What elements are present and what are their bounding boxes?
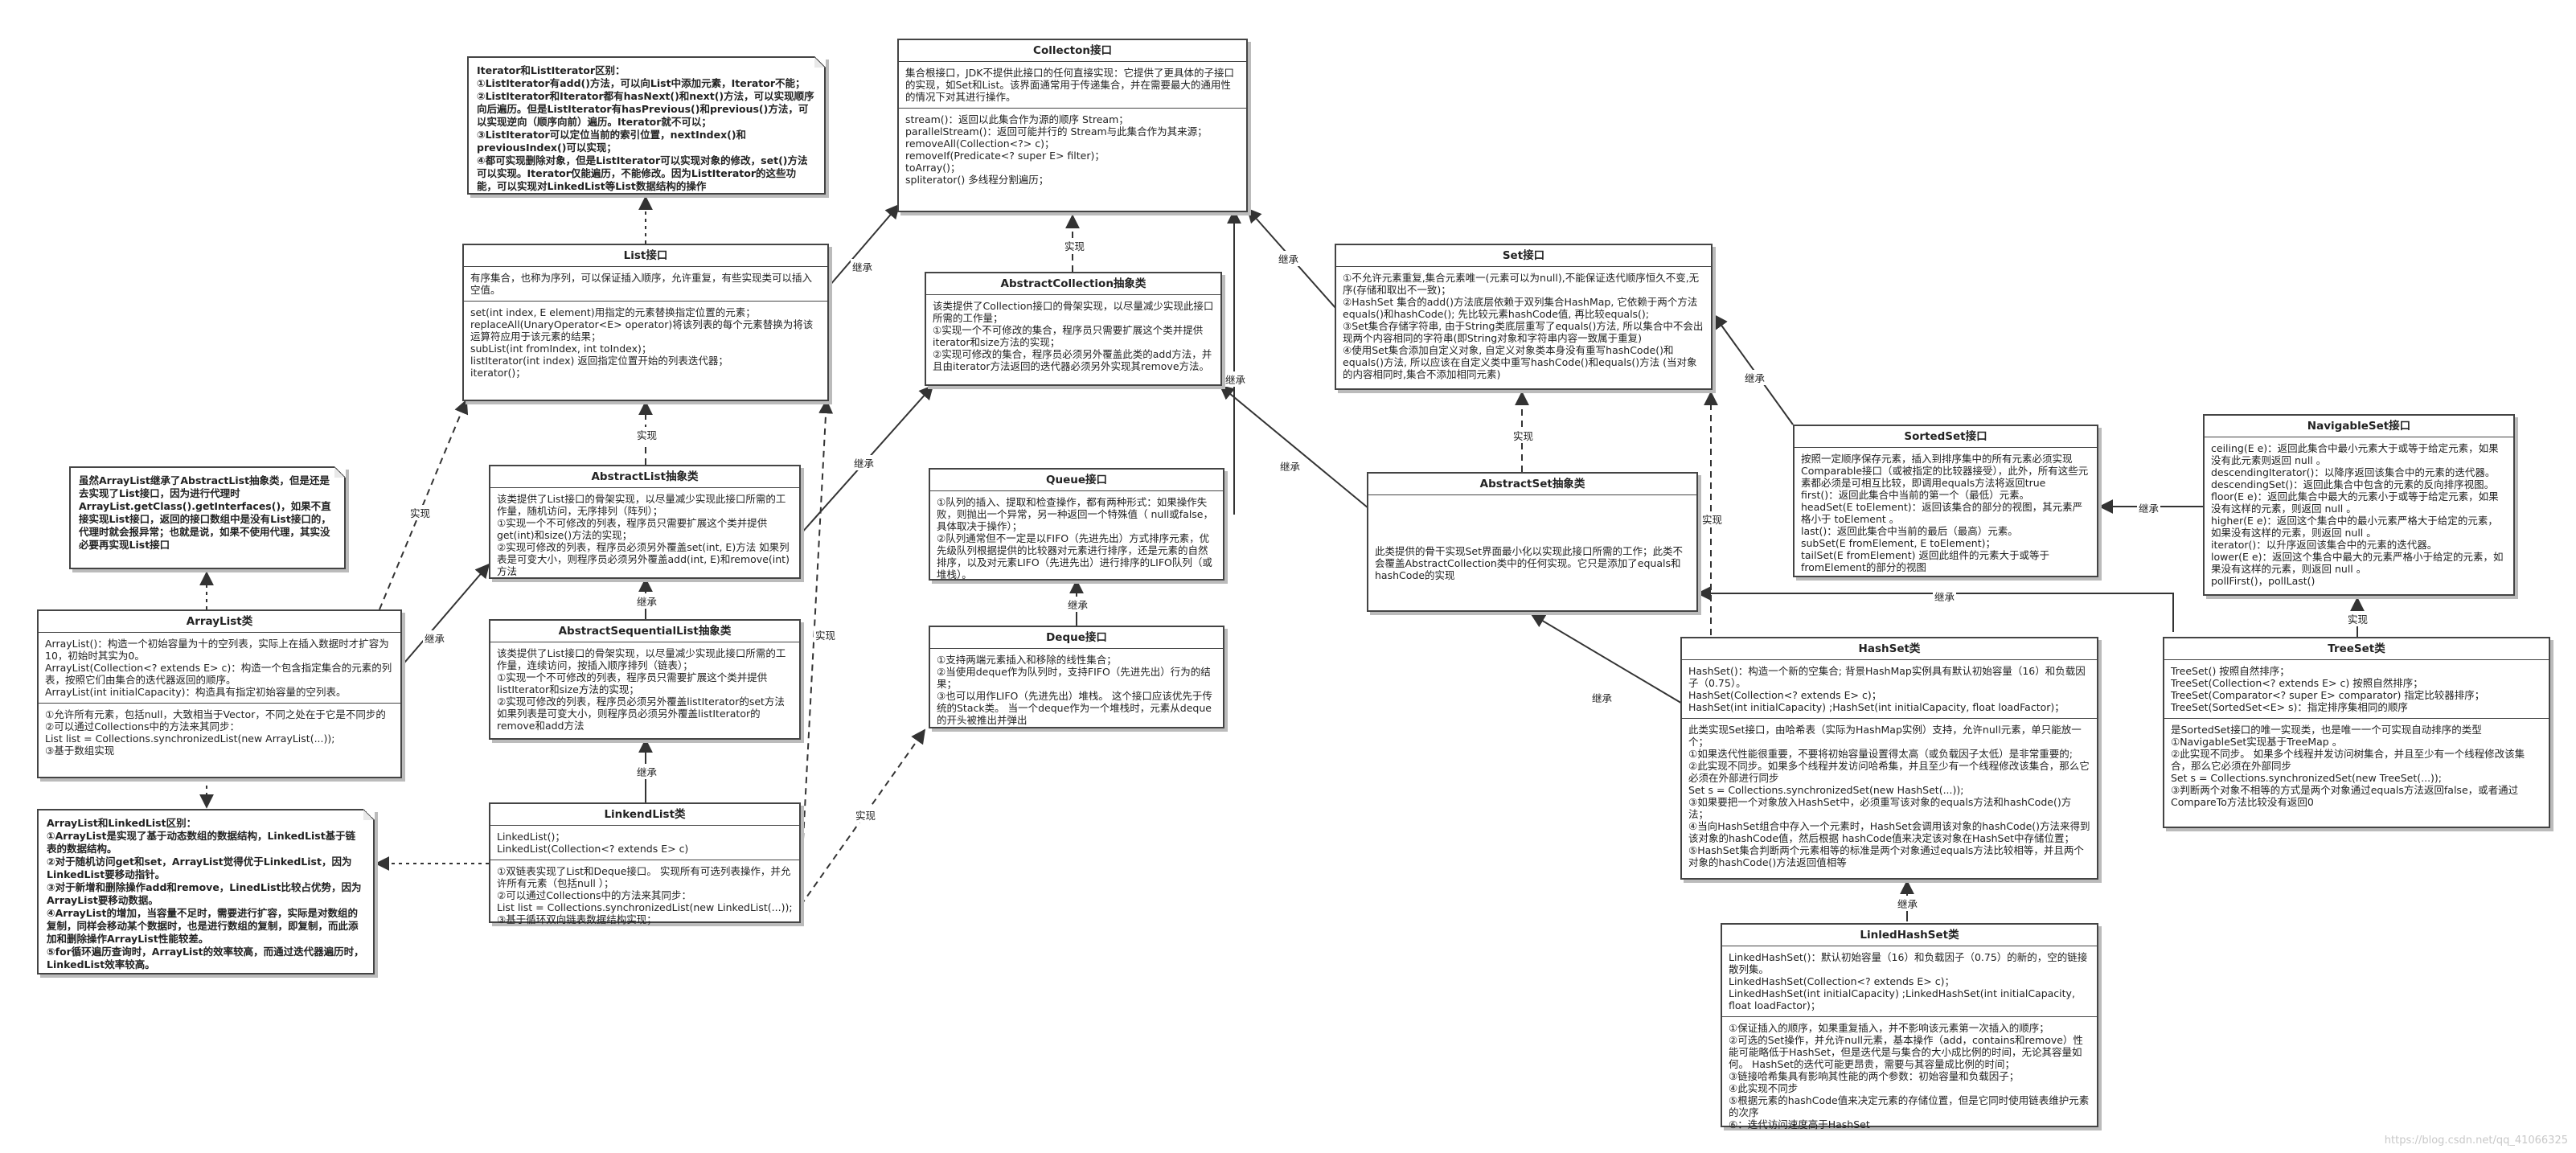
abstractset-node: AbstractSet抽象类 此类提供的骨干实现Set界面最小化以实现此接口所需… <box>1367 472 1698 612</box>
edge-label-treeset-abstractset: 继承 <box>1933 589 1957 604</box>
navigableset-title: NavigableSet接口 <box>2205 416 2513 437</box>
edge-label-arraylist-abstractlist: 继承 <box>423 630 447 646</box>
edge-label-linkedhashset-hashset: 继承 <box>1896 896 1920 911</box>
edge-label-linkedlist-asl: 继承 <box>635 764 659 779</box>
abstractcollection-node: AbstractCollection抽象类 该类提供了Collection接口的… <box>925 272 1222 386</box>
arraylist-node: ArrayList类 ArrayList()：构造一个初始容量为十的空列表，实际… <box>37 609 402 778</box>
edge-label-list-collection: 继承 <box>851 259 875 274</box>
treeset-ctor: TreeSet() 按照自然排序； TreeSet(Collection<? e… <box>2164 660 2549 719</box>
abstractlist-node: AbstractList抽象类 该类提供了List接口的骨架实现，以尽量减少实现… <box>489 465 801 579</box>
edge-label-set-collection: 继承 <box>1277 251 1301 266</box>
compare-note: ArrayList和LinkedList区别： ①ArrayList是实现了基于… <box>37 809 375 975</box>
deque-desc: ①支持两端元素插入和移除的线性集合； ②当使用deque作为队列时，支持FIFO… <box>937 654 1212 726</box>
edge-label-navigableset-sortedset: 继承 <box>2137 500 2161 515</box>
list-title: List接口 <box>464 245 827 267</box>
sortedset-title: SortedSet接口 <box>1795 426 2097 448</box>
abstractcollection-desc: 该类提供了Collection接口的骨架实现，以尽量减少实现此接口所需的工作量；… <box>933 300 1214 372</box>
arraylist-title: ArrayList类 <box>39 611 400 633</box>
collection-title: Collecton接口 <box>899 40 1246 62</box>
linkedlist-ctor: LinkedList()； LinkedList(Collection<? ex… <box>490 826 799 860</box>
abstractlist-note: 虽然ArrayList继承了AbstractList抽象类，但是还是去实现了Li… <box>69 466 346 569</box>
hashset-node: HashSet类 HashSet()：构造一个新的空集合; 背景HashMap实… <box>1680 637 2098 880</box>
collection-desc: 集合根接口，JDK不提供此接口的任何直接实现：它提供了更具体的子接口的实现，如S… <box>899 62 1246 109</box>
abstractlist-desc: 该类提供了List接口的骨架实现，以尽量减少实现此接口所需的工作量，随机访问，无… <box>497 493 790 577</box>
edge-label-linkedlist-list: 实现 <box>814 627 838 642</box>
arraylist-ctor: ArrayList()：构造一个初始容量为十的空列表，实际上在插入数据时才扩容为… <box>39 633 400 704</box>
sortedset-desc: 按照一定顺序保存元素，插入到排序集中的所有元素必须实现Comparable接口（… <box>1801 453 2089 573</box>
navigableset-desc: ceiling(E e)：返回此集合中最小元素大于或等于给定元素，如果没有此元素… <box>2211 442 2504 587</box>
abstractset-title: AbstractSet抽象类 <box>1368 474 1696 495</box>
edge-treeset-abstractset <box>1696 586 2174 632</box>
edge-label-abstractlist-abstractcollection: 继承 <box>852 455 876 470</box>
edge-label-hashset-set: 实现 <box>1700 511 1725 527</box>
linkedlist-node: LinkendList类 LinkedList()； LinkedList(Co… <box>489 802 801 925</box>
edge-list-collection <box>829 203 900 286</box>
watermark: https://blog.csdn.net/qq_41066325 <box>2384 1135 2568 1147</box>
linkedhashset-ctor: LinkedHashSet()：默认初始容量（16）和负载因子（0.75）的新的… <box>1722 946 2097 1017</box>
edge-label-queue-collection: 继承 <box>1224 371 1248 387</box>
abstractsequentiallist-desc: 该类提供了List接口的骨架实现，以尽量减少实现此接口所需的工作量，连续访问，按… <box>497 647 786 732</box>
edge-label-abstractset-set: 实现 <box>1512 428 1536 443</box>
edge-label-arraylist-list: 实现 <box>408 505 433 520</box>
abstractsequentiallist-title: AbstractSequentialList抽象类 <box>490 621 799 642</box>
edge-label-linkedlist-deque: 实现 <box>854 807 878 823</box>
treeset-title: TreeSet类 <box>2164 638 2549 660</box>
sortedset-node: SortedSet接口 按照一定顺序保存元素，插入到排序集中的所有元素必须实现C… <box>1793 425 2098 577</box>
queue-desc: ①队列的插入、提取和检查操作，都有两种形式：如果操作失败，则抛出一个异常，另一种… <box>937 496 1214 581</box>
arraylist-desc: ①允许所有元素，包括null，大致相当于Vector，不同之处在于它是不同步的 … <box>45 708 386 757</box>
list-desc: 有序集合，也称为序列，可以保证插入顺序，允许重复，有些实现类可以插入空值。 <box>464 267 827 302</box>
edge-label-hashset-abstractset: 继承 <box>1590 690 1614 705</box>
linkedlist-title: LinkendList类 <box>490 804 799 826</box>
treeset-desc: 是SortedSet接口的唯一实现类，也是唯一一个可实现自动排序的类型 ①Nav… <box>2171 724 2525 808</box>
edge-label-abstractcollection-collection: 实现 <box>1063 238 1087 253</box>
edge-label-abstractlist-list: 实现 <box>635 427 659 442</box>
abstractset-desc: 此类提供的骨干实现Set界面最小化以实现此接口所需的工作；此类不会覆盖Abstr… <box>1375 545 1684 581</box>
edge-arraylist-abstractlist <box>400 563 490 668</box>
abstractlist-title: AbstractList抽象类 <box>490 466 799 488</box>
edge-hashset-abstractset <box>1530 613 1684 705</box>
linkedhashset-node: LinledHashSet类 LinkedHashSet()：默认初始容量（16… <box>1721 923 2098 1130</box>
abstractcollection-title: AbstractCollection抽象类 <box>926 273 1220 295</box>
set-title: Set接口 <box>1336 245 1711 267</box>
navigableset-node: NavigableSet接口 ceiling(E e)：返回此集合中最小元素大于… <box>2203 414 2515 596</box>
hashset-ctor: HashSet()：构造一个新的空集合; 背景HashMap实例具有默认初始容量… <box>1682 660 2097 719</box>
deque-title: Deque接口 <box>930 627 1223 649</box>
edge-label-treeset-navigableset: 实现 <box>2346 611 2370 626</box>
deque-interface-node: Deque接口 ①支持两端元素插入和移除的线性集合； ②当使用deque作为队列… <box>929 626 1224 728</box>
hashset-desc: 此类实现Set接口，由哈希表（实际为HashMap实例）支持，允许null元素，… <box>1688 724 2090 868</box>
hashset-title: HashSet类 <box>1682 638 2097 660</box>
treeset-node: TreeSet类 TreeSet() 按照自然排序； TreeSet(Colle… <box>2163 637 2550 828</box>
edge-abstractset-abstractcollection <box>1219 384 1369 509</box>
queue-title: Queue接口 <box>930 470 1223 491</box>
list-interface-node: List接口 有序集合，也称为序列，可以保证插入顺序，允许重复，有些实现类可以插… <box>462 244 829 401</box>
linkedhashset-desc: ①保证插入的顺序，如果重复插入，并不影响该元素第一次插入的顺序； ②可选的Set… <box>1729 1022 2090 1130</box>
set-interface-node: Set接口 ①不允许元素重复,集合元素唯一(元素可以为null),不能保证迭代顺… <box>1335 244 1713 390</box>
collection-methods: stream()：返回以此集合作为源的顺序 Stream； parallelSt… <box>905 113 1208 186</box>
edge-label-deque-queue: 继承 <box>1066 597 1090 612</box>
set-desc: ①不允许元素重复,集合元素唯一(元素可以为null),不能保证迭代顺序恒久不变,… <box>1343 272 1704 380</box>
queue-interface-node: Queue接口 ①队列的插入、提取和检查操作，都有两种形式：如果操作失败，则抛出… <box>929 468 1224 581</box>
list-methods: set(int index, E element)用指定的元素替换指定位置的元素… <box>470 306 814 379</box>
edge-label-abstractset-abstractcollection: 继承 <box>1278 458 1302 474</box>
collection-interface-node: Collecton接口 集合根接口，JDK不提供此接口的任何直接实现：它提供了更… <box>897 39 1248 212</box>
abstractsequentiallist-node: AbstractSequentialList抽象类 该类提供了List接口的骨架… <box>489 619 801 740</box>
iterator-note: Iterator和ListIterator区别： ①ListIterator有a… <box>467 56 826 195</box>
linkedlist-desc: ①双链表实现了List和Deque接口。 实现所有可选列表操作，并允许所有元素（… <box>497 865 793 925</box>
edge-label-sortedset-set: 继承 <box>1743 370 1767 385</box>
linkedhashset-title: LinledHashSet类 <box>1722 925 2097 946</box>
edge-linkedlist-list <box>800 399 834 885</box>
edge-label-asl-abstractlist: 继承 <box>635 593 659 609</box>
